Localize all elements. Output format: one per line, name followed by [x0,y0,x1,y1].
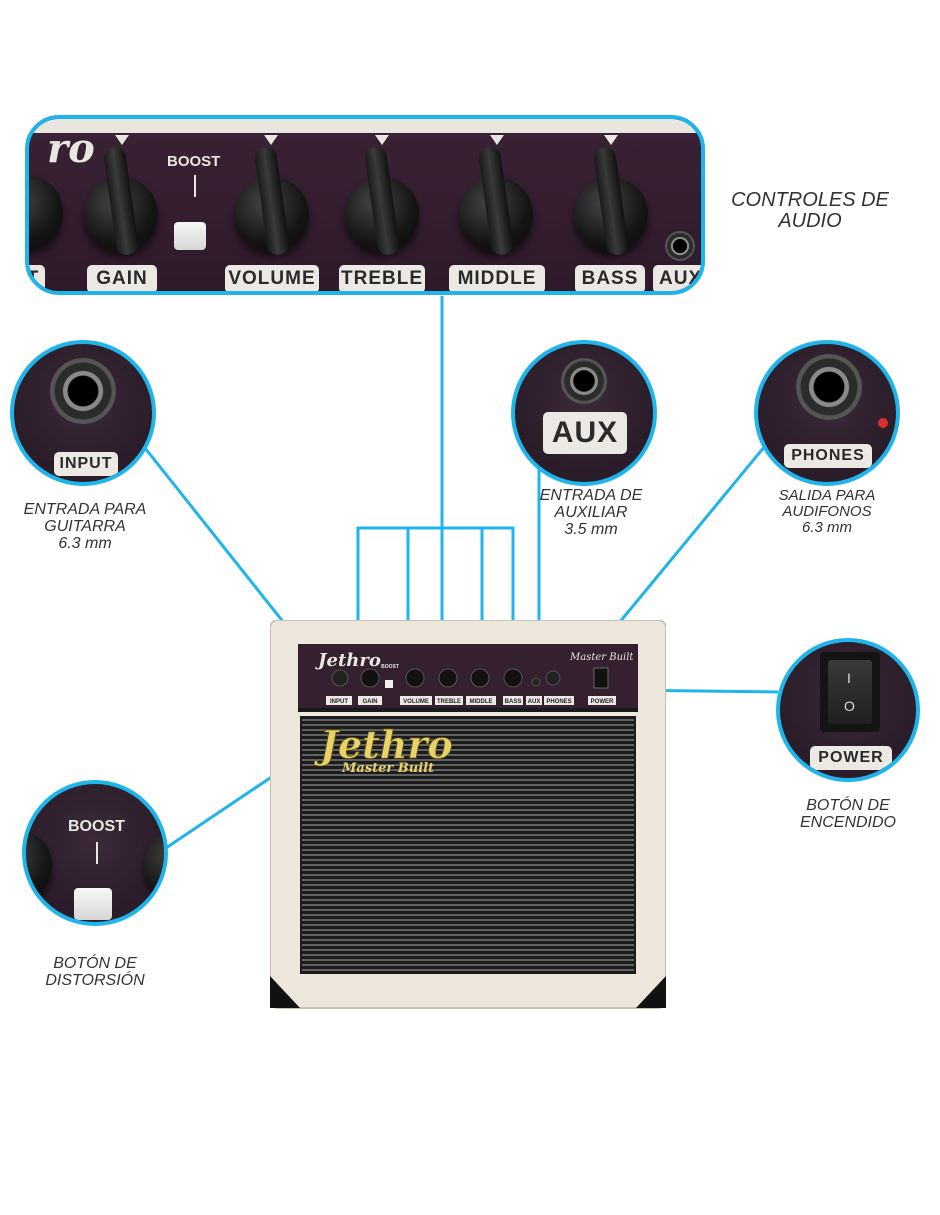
power-inset-label: POWER [810,746,892,770]
switch-on-symbol: I [847,670,851,686]
corner-left [270,976,300,1008]
amp-label-boost: BOOST [381,664,399,670]
amp-label-aux: AUX [528,699,541,705]
input-jack[interactable] [50,358,116,424]
power-led-icon [878,418,888,428]
audio-controls-zoom: ro BOOST T GAIN VOLUME TREBLE MIDDLE BAS… [25,115,705,295]
treble-label: TREBLE [339,265,425,291]
volume-knob-partial [144,830,164,900]
amp-logo-model: Master Built [341,761,434,776]
amp-treble-knob [438,668,458,688]
amp-label-treble: TREBLE [437,699,461,705]
amp-bass-knob [503,668,523,688]
amp-label-gain: GAIN [363,699,378,705]
amp-gain-knob [360,668,380,688]
panel-top-trim [29,119,701,133]
amp-brand-panel: Jethro [315,650,381,671]
aux-jack-partial [665,231,695,261]
boost-inset-button[interactable] [74,888,112,920]
switch-off-symbol: O [844,698,855,714]
gain-knob-partial [26,830,52,900]
amp-label-middle: MIDDLE [470,699,493,705]
middle-knob[interactable] [459,145,533,257]
amp-middle-knob [470,668,490,688]
amp-label-input: INPUT [330,699,348,705]
amp-label-power: POWER [591,699,614,705]
amp-power-switch [593,667,609,689]
amp-logo-brand: Jethro [314,722,453,767]
amp-phones-jack [545,670,561,686]
middle-label: MIDDLE [449,265,545,291]
volume-label: VOLUME [225,265,319,291]
amp-input-jack [331,669,349,687]
volume-marker [264,135,278,145]
gain-marker [115,135,129,145]
brand-fragment: ro [47,125,95,172]
gain-knob[interactable] [84,145,158,257]
middle-marker [490,135,504,145]
amp-label-volume: VOLUME [403,699,429,705]
boost-inset-label: BOOST [68,818,125,835]
boost-divider [194,175,196,197]
bass-marker [604,135,618,145]
amp-model-panel: Master Built [569,652,634,663]
boost-label: BOOST [167,153,221,170]
boost-button[interactable] [174,222,206,250]
boost-inset: BOOST [22,780,168,926]
treble-marker [375,135,389,145]
phones-jack[interactable] [796,354,862,420]
amp-label-phones: PHONES [546,699,571,705]
input-knob-partial [29,175,63,249]
aux-inset: AUX [511,340,657,486]
power-switch[interactable]: I O [820,652,880,732]
aux-inset-label: AUX [543,412,627,454]
phones-inset-label: PHONES [784,444,872,468]
boost-inset-divider [96,842,98,864]
amp-boost-button [385,680,393,688]
amplifier: Jethro Master Built Jethro Master Built … [270,620,666,1009]
bass-knob[interactable] [574,145,648,257]
gain-label: GAIN [87,265,157,291]
bass-label: BASS [575,265,645,291]
input-label-partial: T [29,265,45,291]
amp-volume-knob [405,668,425,688]
amp-label-bass: BASS [505,699,522,705]
treble-knob[interactable] [345,145,419,257]
input-inset-label: INPUT [54,452,118,476]
aux-label-partial: AUX [653,265,701,291]
aux-jack[interactable] [561,358,607,404]
volume-knob[interactable] [235,145,309,257]
corner-right [636,976,666,1008]
phones-inset: PHONES [754,340,900,486]
amp-aux-jack [531,677,541,687]
input-inset: INPUT [10,340,156,486]
power-inset: I O POWER [776,638,920,782]
